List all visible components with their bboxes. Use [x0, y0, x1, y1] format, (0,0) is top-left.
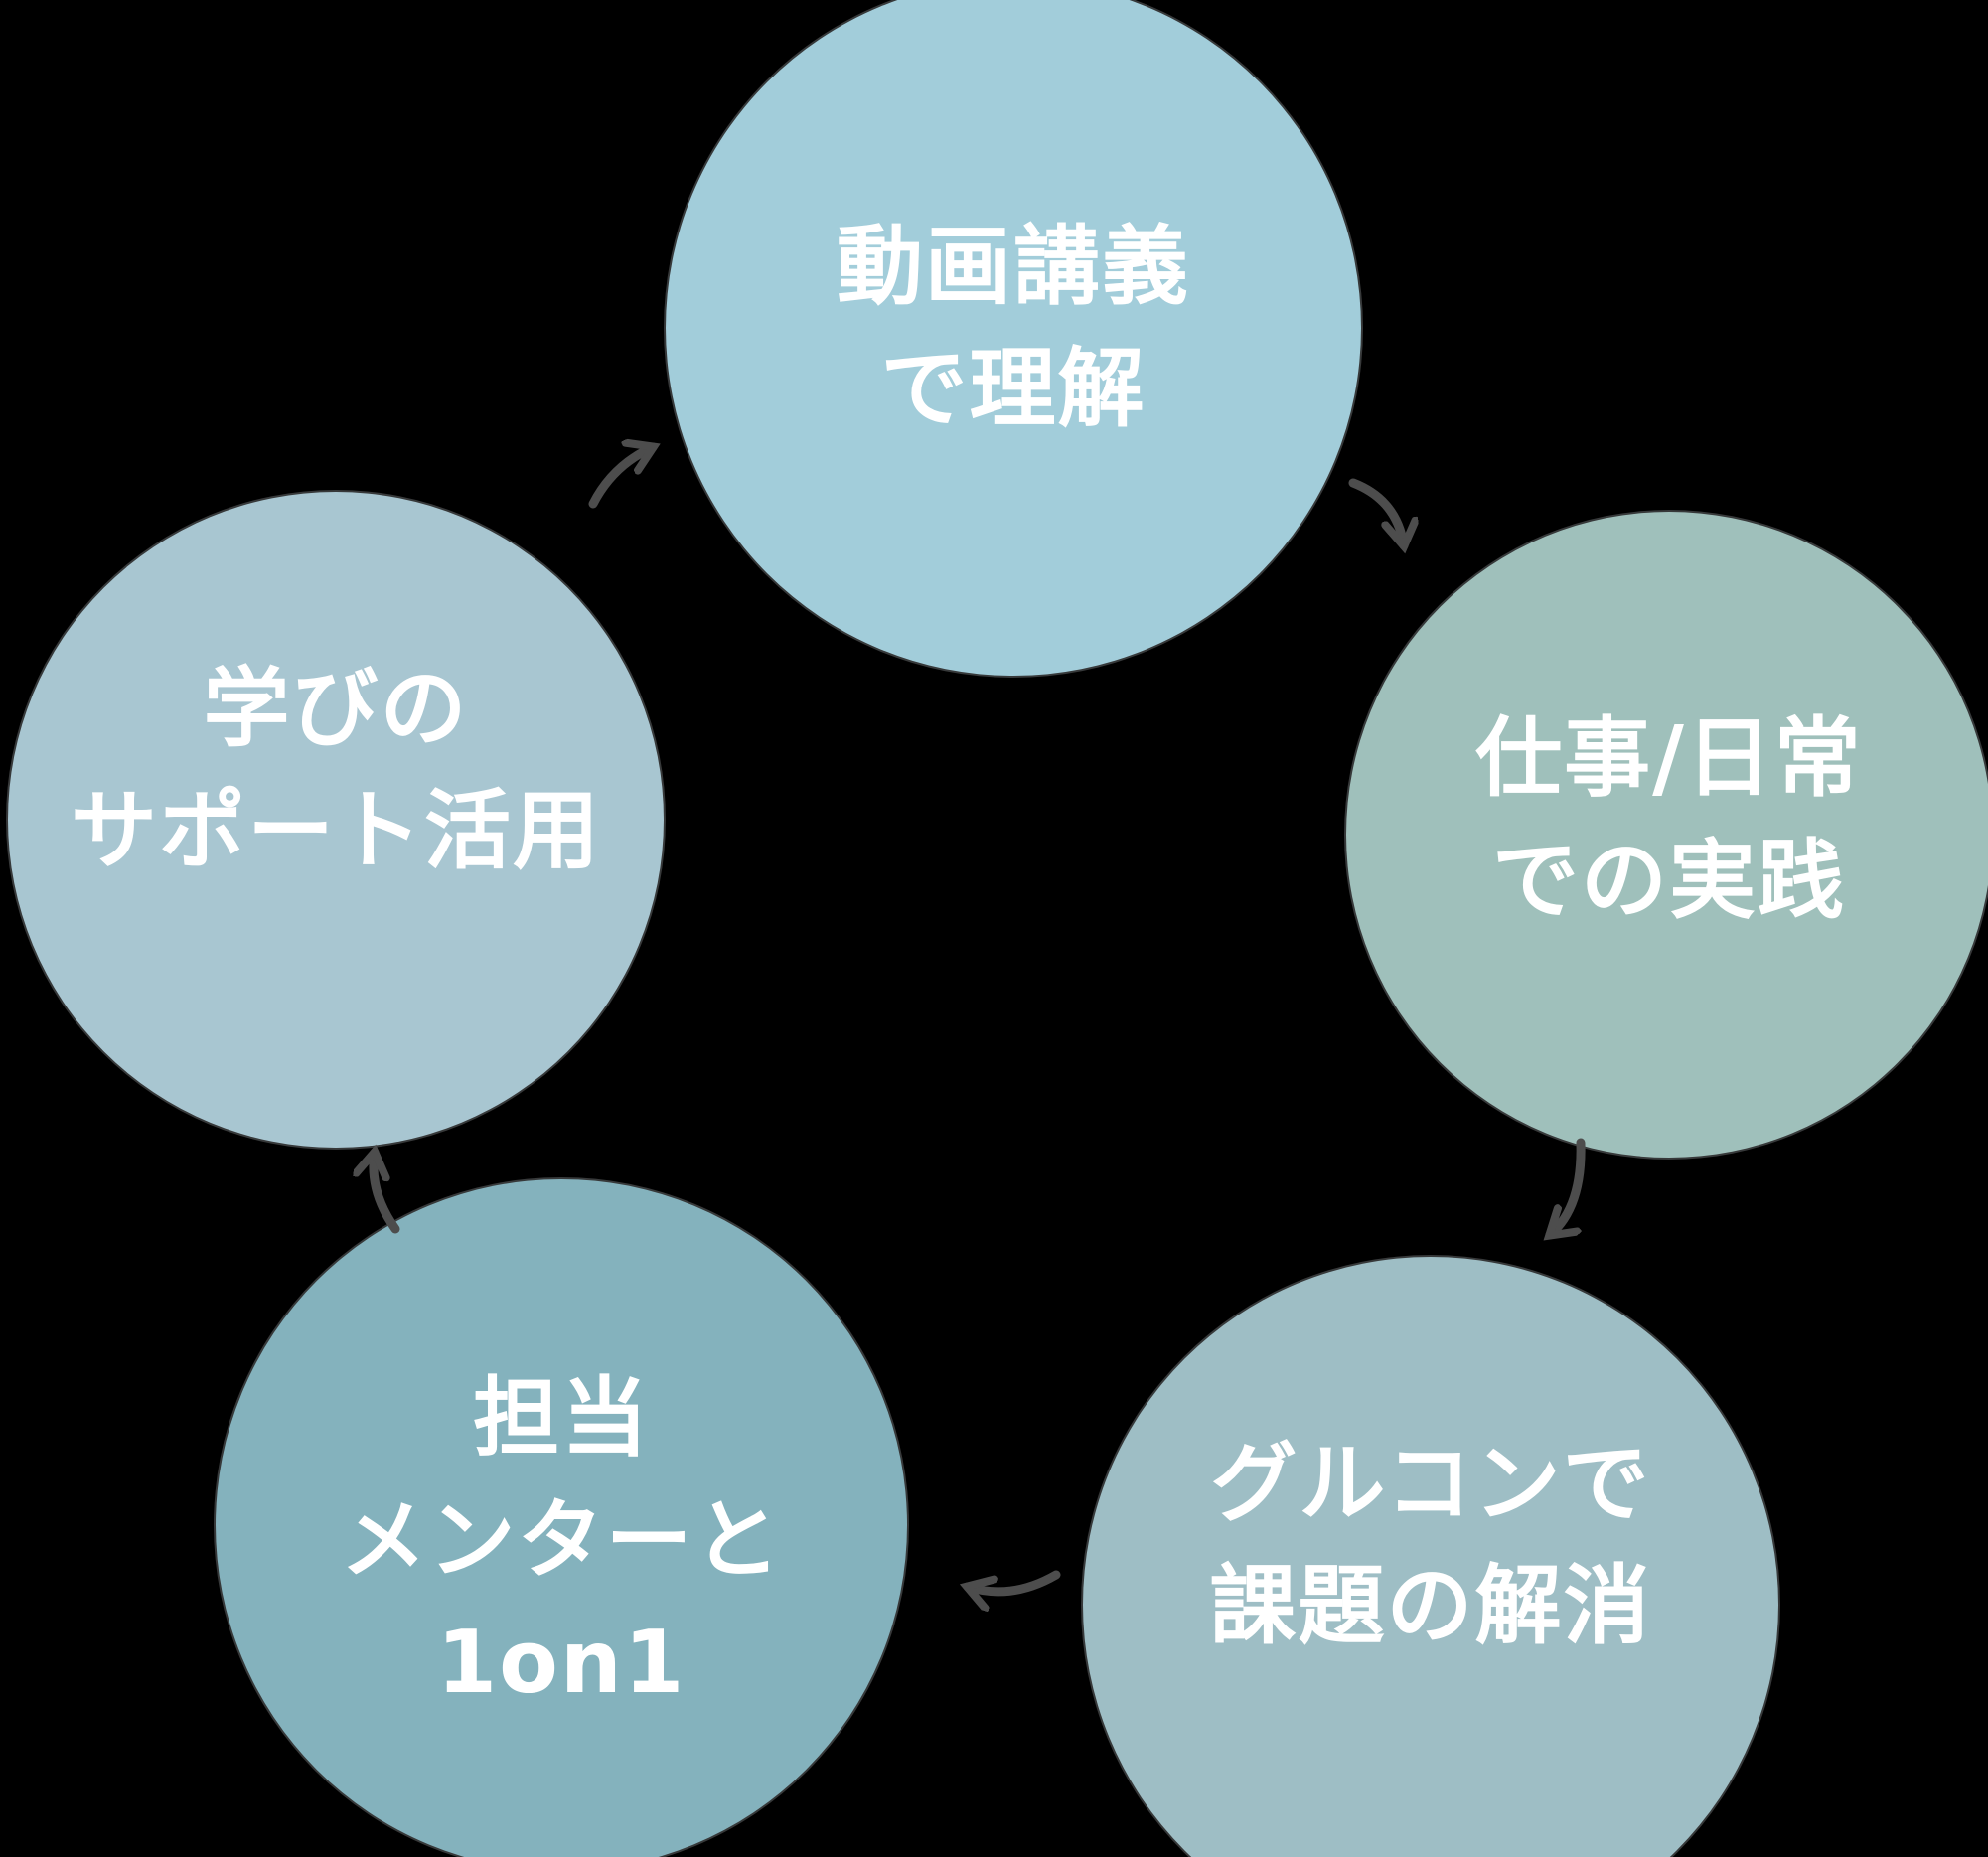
step-circle-learning-support: 学びの サポート活用: [8, 492, 664, 1148]
step-label-mentor-1on1: 担当 メンターと 1on1: [216, 1194, 907, 1857]
step-label-line: 1on1: [436, 1611, 687, 1713]
step-label-line: 課題の解消: [1209, 1555, 1652, 1656]
step-circle-practice: 仕事/日常 での実践: [1346, 512, 1988, 1158]
curved-arrow-practice-to-gurucon-icon: [1550, 1138, 1586, 1235]
step-label-line: 動画講義: [837, 216, 1190, 317]
curved-arrow-mentor-to-support-icon: [374, 1153, 400, 1234]
step-label-line: グルコンで: [1210, 1433, 1651, 1534]
step-label-practice: 仕事/日常 での実践: [1346, 497, 1988, 1143]
curved-arrow-video-to-practice-icon: [1348, 478, 1404, 545]
step-label-line: で理解: [880, 338, 1147, 439]
step-label-video-lecture: 動画講義 で理解: [666, 0, 1361, 676]
step-label-learning-support: 学びの サポート活用: [8, 442, 664, 1098]
step-label-line: での実践: [1492, 830, 1846, 931]
curved-arrow-support-to-video-icon: [588, 447, 653, 509]
curved-arrow-gurucon-to-mentor-icon: [968, 1570, 1061, 1592]
step-label-line: 担当: [473, 1366, 650, 1469]
step-label-line: 仕事/日常: [1475, 707, 1863, 809]
step-circle-mentor-1on1: 担当 メンターと 1on1: [216, 1179, 907, 1857]
step-circle-video-lecture: 動画講義 で理解: [666, 0, 1361, 676]
step-label-line: サポート活用: [71, 780, 601, 881]
step-label-line: 学びの: [203, 658, 469, 759]
step-label-group-consulting: グルコンで 課題の解消: [1083, 1197, 1778, 1857]
step-label-line: メンターと: [340, 1488, 783, 1591]
step-circle-group-consulting: グルコンで 課題の解消: [1083, 1257, 1778, 1857]
